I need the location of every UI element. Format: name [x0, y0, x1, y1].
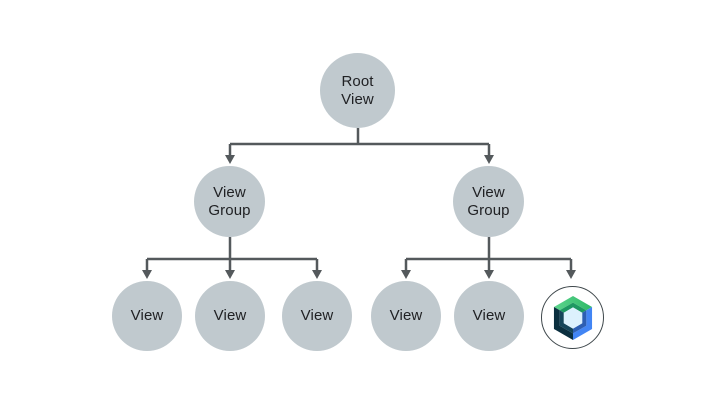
connector-leftgroup-to-views — [142, 237, 322, 279]
arrow-down-icon — [225, 270, 235, 279]
node-view-group-left: View Group — [194, 166, 265, 237]
node-view-right-2: View — [454, 281, 524, 351]
node-label: View — [472, 307, 506, 324]
arrow-down-icon — [484, 270, 494, 279]
arrow-down-icon — [142, 270, 152, 279]
node-label: View — [213, 307, 247, 324]
arrow-down-icon — [225, 155, 235, 164]
jetpack-compose-icon — [553, 295, 592, 340]
node-label: View — [389, 307, 423, 324]
connector-root-to-groups — [225, 128, 494, 164]
node-label: View — [130, 307, 164, 324]
node-view-left-1: View — [112, 281, 182, 351]
node-view-left-2: View — [195, 281, 265, 351]
node-view-right-1: View — [371, 281, 441, 351]
node-label: Root View — [341, 72, 374, 108]
arrow-down-icon — [401, 270, 411, 279]
node-label: View Group — [208, 183, 251, 219]
connector-rightgroup-to-views — [401, 237, 576, 279]
node-view-group-right: View Group — [453, 166, 524, 237]
node-compose — [541, 286, 604, 349]
node-label: View — [300, 307, 334, 324]
arrow-down-icon — [312, 270, 322, 279]
node-label: View Group — [467, 183, 510, 219]
arrow-down-icon — [484, 155, 494, 164]
node-root-view: Root View — [320, 53, 395, 128]
node-view-left-3: View — [282, 281, 352, 351]
arrow-down-icon — [566, 270, 576, 279]
